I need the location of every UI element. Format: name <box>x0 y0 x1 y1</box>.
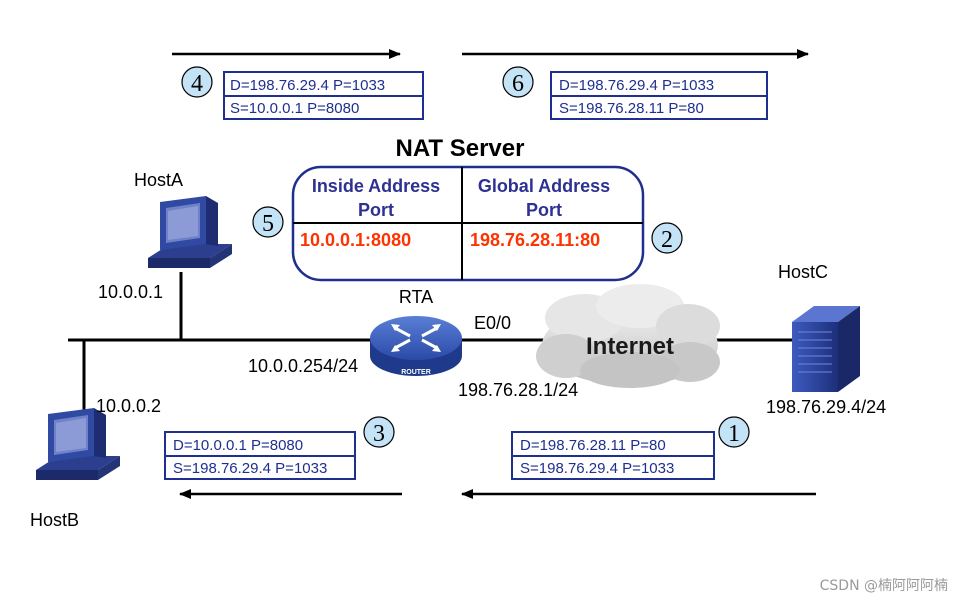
svg-text:3: 3 <box>373 421 385 447</box>
hostB-ip: 10.0.0.2 <box>96 396 161 416</box>
step-circle-6: 6 <box>502 66 534 98</box>
hostA-computer-icon <box>148 196 232 268</box>
hostA-ip: 10.0.0.1 <box>98 282 163 302</box>
internet-label: Internet <box>586 333 674 360</box>
router-name: RTA <box>399 287 433 307</box>
nat-col2-heading-line2: Port <box>526 200 562 220</box>
step-circle-5: 5 <box>252 206 284 238</box>
router-icon: ROUTER <box>370 316 462 376</box>
step-circle-4: 4 <box>181 66 213 98</box>
packet4-src: S=10.0.0.1 P=8080 <box>230 100 359 117</box>
packet3-src: S=198.76.29.4 P=1033 <box>173 460 327 477</box>
hostB-computer-icon <box>36 408 120 480</box>
nat-table: Inside Address Port Global Address Port … <box>291 165 645 282</box>
nat-col2-heading-line1: Global Address <box>478 176 610 196</box>
packet1-dest: D=198.76.28.11 P=80 <box>520 437 666 454</box>
router-inside-ip: 10.0.0.254/24 <box>248 356 358 376</box>
hostC-name: HostC <box>778 262 828 282</box>
packet3-dest: D=10.0.0.1 P=8080 <box>173 437 303 454</box>
packet4-dest: D=198.76.29.4 P=1033 <box>230 77 385 94</box>
packet-box-step1: D=198.76.28.11 P=80 S=198.76.29.4 P=1033 <box>511 431 715 480</box>
nat-col1-heading-line1: Inside Address <box>312 176 440 196</box>
packet-box-step6: D=198.76.29.4 P=1033 S=198.76.28.11 P=80 <box>550 71 768 120</box>
step-circle-2: 2 <box>651 222 683 254</box>
svg-text:5: 5 <box>262 211 274 237</box>
step-circle-3: 3 <box>363 416 395 448</box>
svg-text:4: 4 <box>191 71 203 97</box>
packet1-src: S=198.76.29.4 P=1033 <box>520 460 674 477</box>
router-device-label: ROUTER <box>401 369 431 376</box>
packet-box-step3: D=10.0.0.1 P=8080 S=198.76.29.4 P=1033 <box>164 431 356 480</box>
step-circle-1: 1 <box>718 416 750 448</box>
router-outside-ip: 198.76.28.1/24 <box>458 380 578 400</box>
nat-inside-value: 10.0.0.1:8080 <box>300 230 411 250</box>
hostC-server-icon <box>792 306 860 392</box>
packet-box-step4: D=198.76.29.4 P=1033 S=10.0.0.1 P=8080 <box>223 71 424 120</box>
hostA-name: HostA <box>134 170 183 190</box>
packet6-src: S=198.76.28.11 P=80 <box>559 100 704 117</box>
nat-global-value: 198.76.28.11:80 <box>470 230 600 250</box>
svg-text:1: 1 <box>728 421 740 447</box>
hostB-name: HostB <box>30 510 79 530</box>
internet-cloud-icon <box>536 284 720 388</box>
nat-server-title: NAT Server <box>396 135 525 162</box>
packet6-dest: D=198.76.29.4 P=1033 <box>559 77 714 94</box>
svg-text:2: 2 <box>661 227 673 253</box>
nat-col1-heading-line2: Port <box>358 200 394 220</box>
watermark: CSDN @楠阿阿阿楠 <box>820 578 948 594</box>
hostC-ip: 198.76.29.4/24 <box>766 397 886 417</box>
svg-text:6: 6 <box>512 71 524 97</box>
router-interface: E0/0 <box>474 313 511 333</box>
